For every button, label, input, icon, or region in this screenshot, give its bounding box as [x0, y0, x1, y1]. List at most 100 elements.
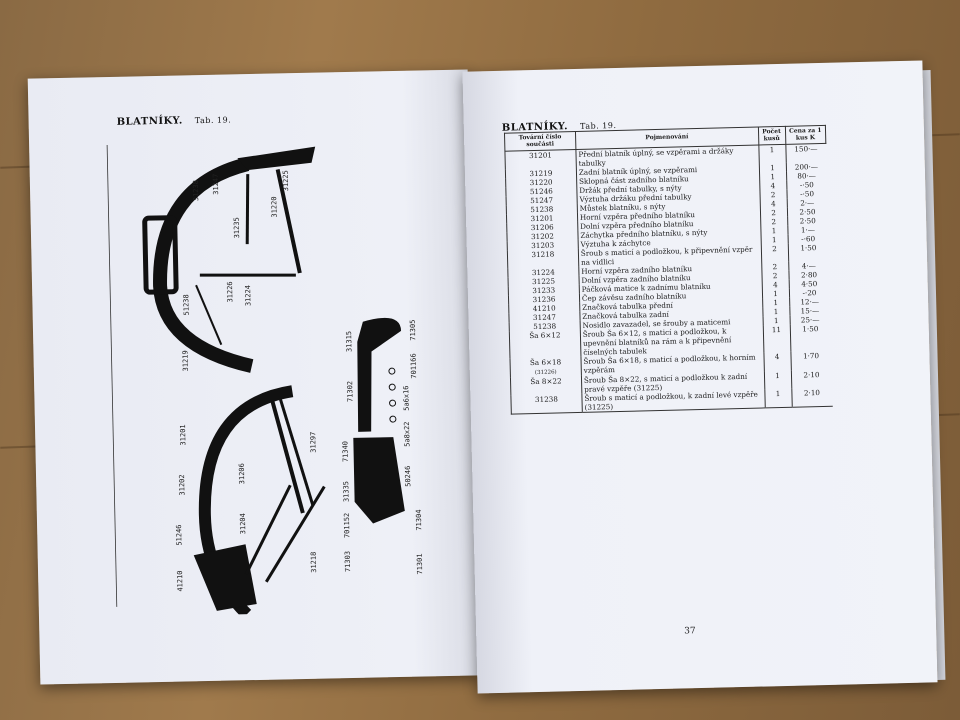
price-cell-text: 4·— [801, 261, 816, 271]
price-cell-text: 1·70 [802, 351, 820, 361]
price-cell-text: 1·50 [802, 324, 819, 334]
label-31224: 31224 [244, 285, 252, 306]
price-cell-text: 80·— [797, 171, 817, 181]
price-cell-text: 15·— [800, 306, 820, 316]
label-71304: 71304 [415, 509, 423, 530]
parts-table: Tovární číslo součásti Pojmenování Počet… [504, 125, 833, 415]
label-71303: 71303 [344, 551, 352, 572]
front-fender-drawing [142, 146, 316, 373]
rear-fender-drawing [193, 385, 326, 618]
quantity-cell-text: 4 [774, 352, 780, 362]
quantity-cell-text: 1 [773, 316, 779, 326]
quantity-cell-text: 1 [771, 235, 777, 245]
quantity-cell: 1 [758, 144, 786, 164]
header-part-number: Tovární číslo součásti [504, 131, 576, 152]
label-71305: 71305 [409, 319, 417, 340]
label-31297: 31297 [309, 432, 317, 453]
label-51238: 51238 [182, 294, 190, 315]
label-701152: 701152 [343, 513, 352, 538]
part-number-cell-text: 31218 [531, 249, 555, 260]
quantity-cell-text: 2 [772, 271, 778, 281]
quantity-cell-text: 1 [770, 163, 775, 173]
part-number-cell-text: Ša 8×22 [530, 376, 562, 387]
label-51246: 51246 [175, 524, 183, 545]
label-5a8x22: 5a8x22 [403, 421, 412, 446]
label-31201: 31201 [179, 424, 187, 445]
quantity-cell-text: 1 [773, 298, 779, 308]
label-31206: 31206 [238, 463, 246, 484]
price-cell-text: 4·50 [801, 279, 818, 289]
quantity-cell-text: 1 [773, 307, 779, 317]
label-31218: 31218 [310, 552, 318, 573]
part-number-cell-text: 31201 [528, 150, 553, 161]
part-number-cell: Ša 6×12 [509, 330, 581, 359]
label-31202: 31202 [178, 474, 186, 495]
quantity-cell: 1 [764, 388, 792, 408]
quantity-cell-text: 1 [773, 289, 778, 299]
label-71302: 71302 [346, 381, 354, 402]
price-cell: 1·50 [787, 243, 829, 262]
quantity-cell-text: 2 [771, 208, 776, 218]
label-31220: 31220 [270, 196, 278, 217]
part-number-cell-text: 31238 [534, 394, 558, 405]
price-cell-text: 2·10 [803, 388, 821, 398]
price-cell-text: -·60 [801, 234, 816, 244]
label-31335: 31335 [342, 481, 350, 502]
heading-title: BLATNÍKY. [116, 115, 183, 128]
price-cell-text: 1·50 [800, 243, 817, 253]
quantity-cell-text: 2 [771, 217, 777, 227]
right-page: BLATNÍKY. Tab. 19. Tovární číslo součást… [462, 60, 938, 694]
quantity-cell-text: 11 [771, 325, 782, 335]
price-cell-text: 2·50 [799, 216, 816, 226]
quantity-cell-text: 2 [770, 190, 776, 200]
label-41210: 41210 [176, 570, 184, 591]
price-cell-text: 12·— [800, 297, 820, 307]
part-number-cell: Ša 6×18(31226) [509, 357, 582, 378]
part-number-sub: (31226) [534, 369, 557, 377]
label-71340: 71340 [341, 441, 349, 462]
part-number-cell: 31201 [504, 149, 577, 170]
part-name-cell: Šroub s maticí a podložkou, k zadní levé… [581, 389, 765, 413]
price-cell: 2·10 [791, 387, 833, 408]
price-cell-text: 1·— [800, 225, 816, 235]
label-31238: 31238 [192, 180, 200, 201]
part-number-cell: 31218 [507, 249, 579, 269]
label-701166: 701166 [410, 353, 419, 378]
part-name-cell-text: Šroub s maticí a podložkou, k zadní levé… [584, 389, 758, 412]
label-31226: 31226 [226, 281, 234, 302]
label-31225: 31225 [282, 170, 290, 191]
part-number-cell-text: Ša 6×18 [529, 357, 562, 368]
quantity-cell: 11 [762, 324, 791, 353]
quantity-cell-text: 1 [771, 226, 777, 236]
label-31247: 31247 [212, 174, 220, 195]
part-name-cell-text: Šroub Ša 6×12, s maticí a podložkou, k u… [582, 326, 732, 358]
quantity-cell-text: 1 [775, 371, 780, 381]
price-cell-text: -·20 [802, 288, 817, 298]
part-number-cell: Ša 8×22 [510, 375, 582, 396]
quantity-cell-text: 4 [770, 181, 776, 191]
stand-drawing [353, 317, 405, 524]
header-price: Cena za 1 kus K [784, 125, 826, 145]
label-31219: 31219 [181, 350, 189, 371]
quantity-cell-text: 1 [775, 389, 781, 399]
price-cell-text: 25·— [800, 315, 820, 325]
price-cell: 1·50 [789, 323, 831, 352]
part-number-cell-text: Ša 6×12 [529, 330, 561, 341]
quantity-cell-text: 2 [772, 262, 778, 272]
page-number: 37 [684, 626, 696, 637]
label-31204: 31204 [239, 513, 247, 534]
quantity-cell-text: 1 [769, 145, 775, 155]
price-cell-text: 2·80 [800, 270, 818, 280]
fenders-illustration: 31247 31238 31235 31220 31219 51238 3122… [106, 145, 424, 618]
left-page: BLATNÍKY. Tab. 19. [27, 69, 481, 685]
price-cell-text: -·50 [799, 180, 814, 190]
label-31235: 31235 [233, 217, 241, 238]
label-31315: 31315 [345, 331, 353, 352]
label-50246: 50246 [404, 466, 412, 487]
price-cell-text: 2·— [800, 198, 815, 208]
quantity-cell-text: 2 [772, 244, 777, 254]
label-5a6x16: 5a6x16 [402, 385, 411, 410]
quantity-cell: 1 [763, 370, 792, 390]
quantity-cell: 4 [763, 351, 791, 372]
